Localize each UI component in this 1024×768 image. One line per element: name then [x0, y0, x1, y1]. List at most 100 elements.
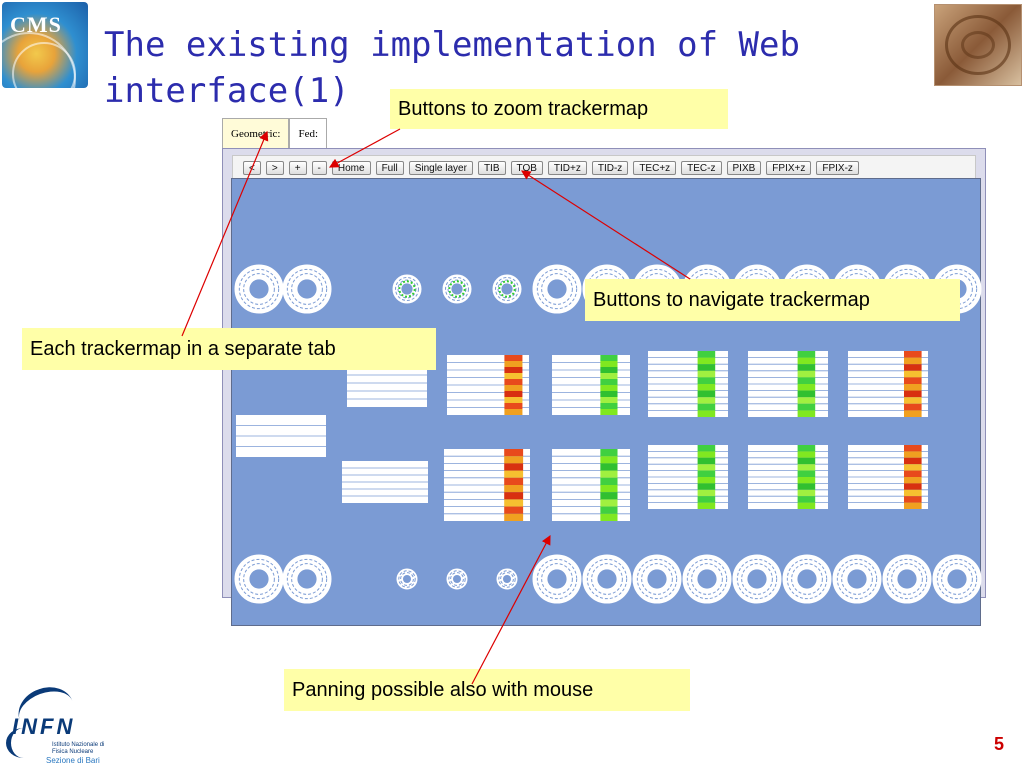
arrow-navigate: [520, 170, 691, 280]
tib-layer-top-b-hit: [504, 367, 523, 373]
disk-bot-tec-1-ring2: [591, 563, 623, 595]
tob-layer-bot-c-hit: [904, 496, 922, 503]
tib-layer-bot-c-hit: [600, 506, 618, 514]
tid-plus-z-button[interactable]: TID+z: [547, 161, 587, 175]
tob-layer-top-c-hit: [904, 384, 922, 391]
disk-bot-tec-7-hole: [897, 569, 917, 589]
disk-bot-tec-5-ring2: [791, 563, 823, 595]
disk-top-fpix-1-ring: [286, 268, 328, 310]
tob-layer-top-c-hit: [904, 377, 922, 384]
tib-layer-top-c-hit: [600, 391, 618, 397]
tob-layer-bot-b-hit: [797, 502, 816, 509]
disk-bot-tec-1-ring: [586, 558, 628, 600]
detector-image: [934, 4, 1022, 86]
tob-layer-bot-c-hit: [904, 489, 922, 497]
tid-minus-z-button[interactable]: TID-z: [591, 161, 629, 175]
disk-bot-pix-2-hole: [503, 575, 511, 583]
callout-panning: Panning possible also with mouse: [284, 669, 690, 711]
cms-logo-text: CMS: [10, 12, 62, 37]
tob-layer-bot-c-hit: [904, 445, 922, 452]
tib-layer-top-b-hit: [504, 397, 523, 403]
disk-bot-tec-7-ring: [886, 558, 928, 600]
tib-layer-top-b-hit: [504, 379, 523, 385]
tob-layer-bot-b-hit: [797, 457, 816, 465]
tib-layer-top-c-hit: [600, 403, 618, 409]
tib-layer-bot-b-hit: [504, 449, 524, 457]
tib-layer-bot-b-hit: [504, 499, 524, 507]
zoom-out-button[interactable]: -: [311, 161, 327, 175]
full-button[interactable]: Full: [375, 161, 404, 175]
tob-layer-top-b-hit: [797, 390, 816, 398]
tec-plus-z-button[interactable]: TEC+z: [633, 161, 677, 175]
tib-layer-bot-c-hit: [600, 449, 618, 457]
tob-layer-top-b-hit: [797, 397, 816, 404]
disk-bot-tec-4-hole: [747, 569, 767, 589]
disk-top-tec-0-hole: [547, 279, 567, 299]
tob-layer-bot-a-hit: [697, 445, 716, 452]
disk-top-fpix-1-ring2: [291, 273, 323, 305]
tec-minus-z-button[interactable]: TEC-z: [681, 161, 722, 175]
disk-top-pix-2-hits: [498, 280, 516, 298]
tib-layer-bot-b-hit: [504, 513, 524, 521]
tib-layer-bot-c-hit: [600, 456, 618, 464]
single-layer-button[interactable]: Single layer: [408, 161, 473, 175]
tib-layer-bot-c-hit: [600, 477, 618, 485]
tib-layer-bot-c-hit: [600, 492, 618, 500]
disk-bot-tec-6-hole: [847, 569, 867, 589]
disk-bot-pix-0-ring2: [400, 572, 414, 586]
tib-layer-bot-c-hit: [600, 485, 618, 493]
tob-layer-top-c-hit: [904, 390, 922, 398]
tob-layer-bot-c-hit: [904, 464, 922, 471]
tob-layer-bot-b-hit: [797, 445, 816, 452]
disk-bot-fpix-0-ring: [238, 558, 280, 600]
disk-top-pix-1-hits: [448, 280, 466, 298]
tob-layer-bot-a-hit: [697, 451, 716, 458]
disk-bot-tec-7-ring2: [891, 563, 923, 595]
home-button[interactable]: Home: [331, 161, 371, 175]
disk-top-tec-0-ring: [536, 268, 578, 310]
tib-button[interactable]: TIB: [477, 161, 506, 175]
tob-layer-bot-c-hit: [904, 451, 922, 458]
callout-zoom-buttons: Buttons to zoom trackermap: [390, 89, 728, 129]
disk-bot-tec-0-ring2: [541, 563, 573, 595]
tib-layer-top-b-hit: [504, 361, 523, 367]
disk-bot-fpix-1-hole: [297, 569, 317, 589]
tob-layer-top-a-hit: [697, 410, 716, 417]
disk-top-pix-0-hole: [401, 283, 413, 295]
disk-top-fpix-0-hole: [249, 279, 269, 299]
tob-layer-bot-a-hit: [697, 496, 716, 503]
disk-bot-fpix-0-hole: [249, 569, 269, 589]
disk-top-fpix-0-ring: [238, 268, 280, 310]
pixb-button[interactable]: PIXB: [726, 161, 762, 175]
disk-top-pix-0-hits: [398, 280, 416, 298]
disk-bot-tec-6-ring2: [841, 563, 873, 595]
tob-layer-top-b-hit: [797, 351, 816, 358]
disk-bot-tec-8-ring2: [941, 563, 973, 595]
fpix-plus-z-button[interactable]: FPIX+z: [766, 161, 812, 175]
tab-fed[interactable]: Fed:: [289, 118, 328, 148]
tob-layer-top-b-hit: [797, 377, 816, 384]
disk-bot-pix-2-ring: [498, 570, 516, 588]
tib-layer-bot-b-hit: [504, 470, 524, 478]
disk-bot-pix-1-ring: [448, 570, 466, 588]
tib-layer-bot-b-hit: [504, 463, 524, 471]
tob-layer-top-b-hit: [797, 364, 816, 371]
tib-layer-top-b-hit: [504, 391, 523, 397]
tob-layer-bot-c-hit: [904, 502, 922, 509]
tib-layer-bot-c-hit: [600, 499, 618, 507]
tob-layer-top-c-hit: [904, 351, 922, 358]
tob-layer-top-c-hit: [904, 397, 922, 404]
tob-layer-top-a-hit: [697, 364, 716, 371]
fpix-minus-z-button[interactable]: FPIX-z: [816, 161, 859, 175]
pan-right-button[interactable]: >: [265, 161, 284, 175]
disk-bot-tec-3-ring: [686, 558, 728, 600]
tob-layer-bot-b-hit: [797, 489, 816, 497]
page-title: The existing implementation of Web inter…: [104, 25, 800, 111]
disk-top-pix-2-ring: [495, 277, 519, 301]
disk-top-tec-0-ring2: [541, 273, 573, 305]
tob-layer-top-c-hit: [904, 410, 922, 417]
zoom-in-button[interactable]: +: [288, 161, 307, 175]
tob-layer-top-a-hit: [697, 403, 716, 411]
disk-bot-tec-8-ring: [936, 558, 978, 600]
tib-layer-top-b-hit: [504, 403, 523, 409]
